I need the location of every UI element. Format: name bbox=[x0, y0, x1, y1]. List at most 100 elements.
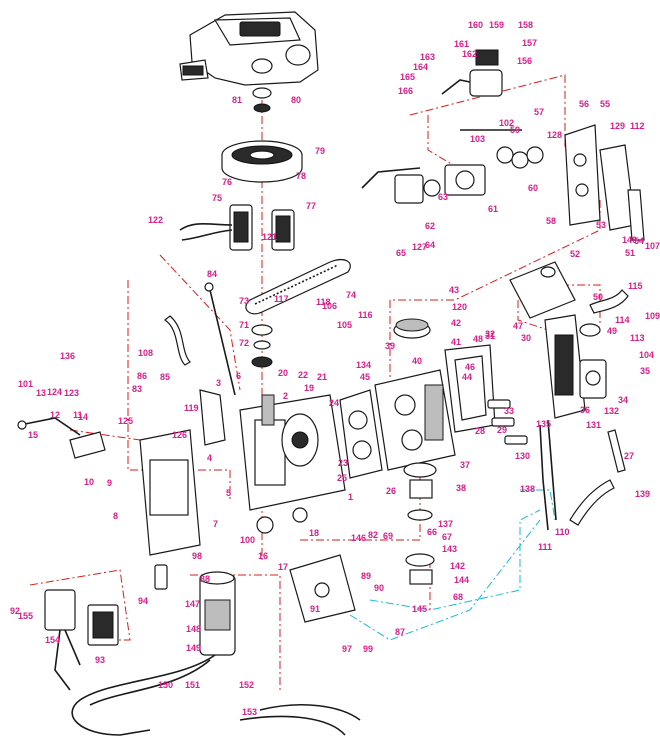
callout-58: 58 bbox=[546, 216, 556, 226]
rectifier bbox=[44, 589, 81, 691]
callout-8: 8 bbox=[113, 511, 118, 521]
callout-139: 139 bbox=[635, 489, 650, 499]
callout-110: 110 bbox=[555, 527, 570, 537]
callout-35: 35 bbox=[640, 366, 650, 376]
callout-125: 125 bbox=[118, 416, 133, 426]
callout-138: 138 bbox=[520, 484, 535, 494]
spark-plugs bbox=[487, 399, 528, 445]
flywheel bbox=[221, 140, 303, 183]
callout-18: 18 bbox=[309, 528, 319, 538]
callout-72: 72 bbox=[239, 338, 249, 348]
callout-6: 6 bbox=[236, 371, 241, 381]
callout-75: 75 bbox=[212, 193, 222, 203]
callout-99: 99 bbox=[363, 644, 373, 654]
callout-90: 90 bbox=[374, 583, 384, 593]
callout-79: 79 bbox=[315, 146, 325, 156]
water-tube-111 bbox=[569, 479, 615, 526]
callout-84: 84 bbox=[207, 269, 217, 279]
callout-36: 36 bbox=[580, 405, 590, 415]
callout-97: 97 bbox=[342, 644, 352, 654]
callout-7: 7 bbox=[213, 519, 218, 529]
callout-22: 22 bbox=[298, 370, 308, 380]
callout-46: 46 bbox=[465, 362, 475, 372]
callout-77: 77 bbox=[306, 201, 316, 211]
callout-3: 3 bbox=[216, 378, 221, 388]
callout-146: 146 bbox=[351, 533, 366, 543]
callout-132: 132 bbox=[604, 406, 619, 416]
callout-85: 85 bbox=[160, 372, 170, 382]
fuse-block bbox=[87, 604, 119, 646]
callout-23: 23 bbox=[338, 458, 348, 468]
callout-37: 37 bbox=[460, 460, 470, 470]
callout-131: 131 bbox=[586, 420, 601, 430]
intake-manifold bbox=[564, 124, 601, 226]
callout-161: 161 bbox=[454, 39, 469, 49]
cam-pulley bbox=[393, 318, 431, 339]
callout-117: 117 bbox=[274, 294, 289, 304]
callout-60: 60 bbox=[528, 183, 538, 193]
callout-100: 100 bbox=[240, 535, 255, 545]
callout-140: 140 bbox=[622, 235, 637, 245]
hose-113 bbox=[607, 429, 626, 473]
hose-108 bbox=[163, 315, 191, 366]
callout-19: 19 bbox=[304, 383, 314, 393]
callout-160: 160 bbox=[468, 20, 483, 30]
callout-16: 16 bbox=[258, 551, 268, 561]
callout-56: 56 bbox=[579, 99, 589, 109]
callout-135: 135 bbox=[536, 419, 551, 429]
callout-87: 87 bbox=[395, 627, 405, 637]
callout-134: 134 bbox=[356, 360, 371, 370]
callout-113: 113 bbox=[630, 333, 645, 343]
callout-57: 57 bbox=[534, 107, 544, 117]
callout-15: 15 bbox=[28, 430, 38, 440]
exhaust-cover bbox=[544, 314, 586, 419]
callout-31: 31 bbox=[485, 331, 495, 341]
callout-55: 55 bbox=[600, 99, 610, 109]
callout-21: 21 bbox=[317, 372, 327, 382]
callout-105: 105 bbox=[337, 320, 352, 330]
callout-65: 65 bbox=[396, 248, 406, 258]
stator-coils bbox=[179, 204, 295, 251]
callout-158: 158 bbox=[518, 20, 533, 30]
callout-48: 48 bbox=[473, 334, 483, 344]
callout-157: 157 bbox=[522, 38, 537, 48]
callout-49: 49 bbox=[607, 326, 617, 336]
throttle-cam bbox=[199, 389, 226, 446]
callout-42: 42 bbox=[451, 318, 461, 328]
crankshaft-seals bbox=[251, 324, 273, 368]
ignition-leads bbox=[539, 419, 557, 531]
callout-102: 102 bbox=[499, 118, 514, 128]
valve-cover bbox=[444, 344, 496, 433]
callout-69: 69 bbox=[383, 531, 393, 541]
callout-128: 128 bbox=[547, 130, 562, 140]
callout-24: 24 bbox=[329, 398, 339, 408]
vapor-separator bbox=[441, 49, 503, 97]
callout-66: 66 bbox=[427, 527, 437, 537]
callout-126: 126 bbox=[172, 430, 187, 440]
oil-pump bbox=[403, 462, 437, 585]
callout-162: 162 bbox=[462, 49, 477, 59]
callout-20: 20 bbox=[278, 368, 288, 378]
callout-43: 43 bbox=[449, 285, 459, 295]
callout-145: 145 bbox=[412, 604, 427, 614]
callout-114: 114 bbox=[615, 315, 630, 325]
callout-83: 83 bbox=[132, 384, 142, 394]
callout-137: 137 bbox=[438, 519, 453, 529]
callout-12: 12 bbox=[50, 410, 60, 420]
callout-62: 62 bbox=[425, 221, 435, 231]
callout-86: 86 bbox=[137, 371, 147, 381]
callout-104: 104 bbox=[639, 350, 654, 360]
hose-115 bbox=[589, 289, 629, 314]
callout-148: 148 bbox=[186, 624, 201, 634]
callout-166: 166 bbox=[398, 86, 413, 96]
thermostat-housing bbox=[540, 266, 601, 337]
callout-82: 82 bbox=[368, 530, 378, 540]
callout-143: 143 bbox=[442, 544, 457, 554]
flywheel-nut bbox=[252, 87, 272, 113]
callout-40: 40 bbox=[412, 356, 422, 366]
callout-28: 28 bbox=[475, 426, 485, 436]
callout-45: 45 bbox=[360, 372, 370, 382]
callout-44: 44 bbox=[462, 372, 472, 382]
